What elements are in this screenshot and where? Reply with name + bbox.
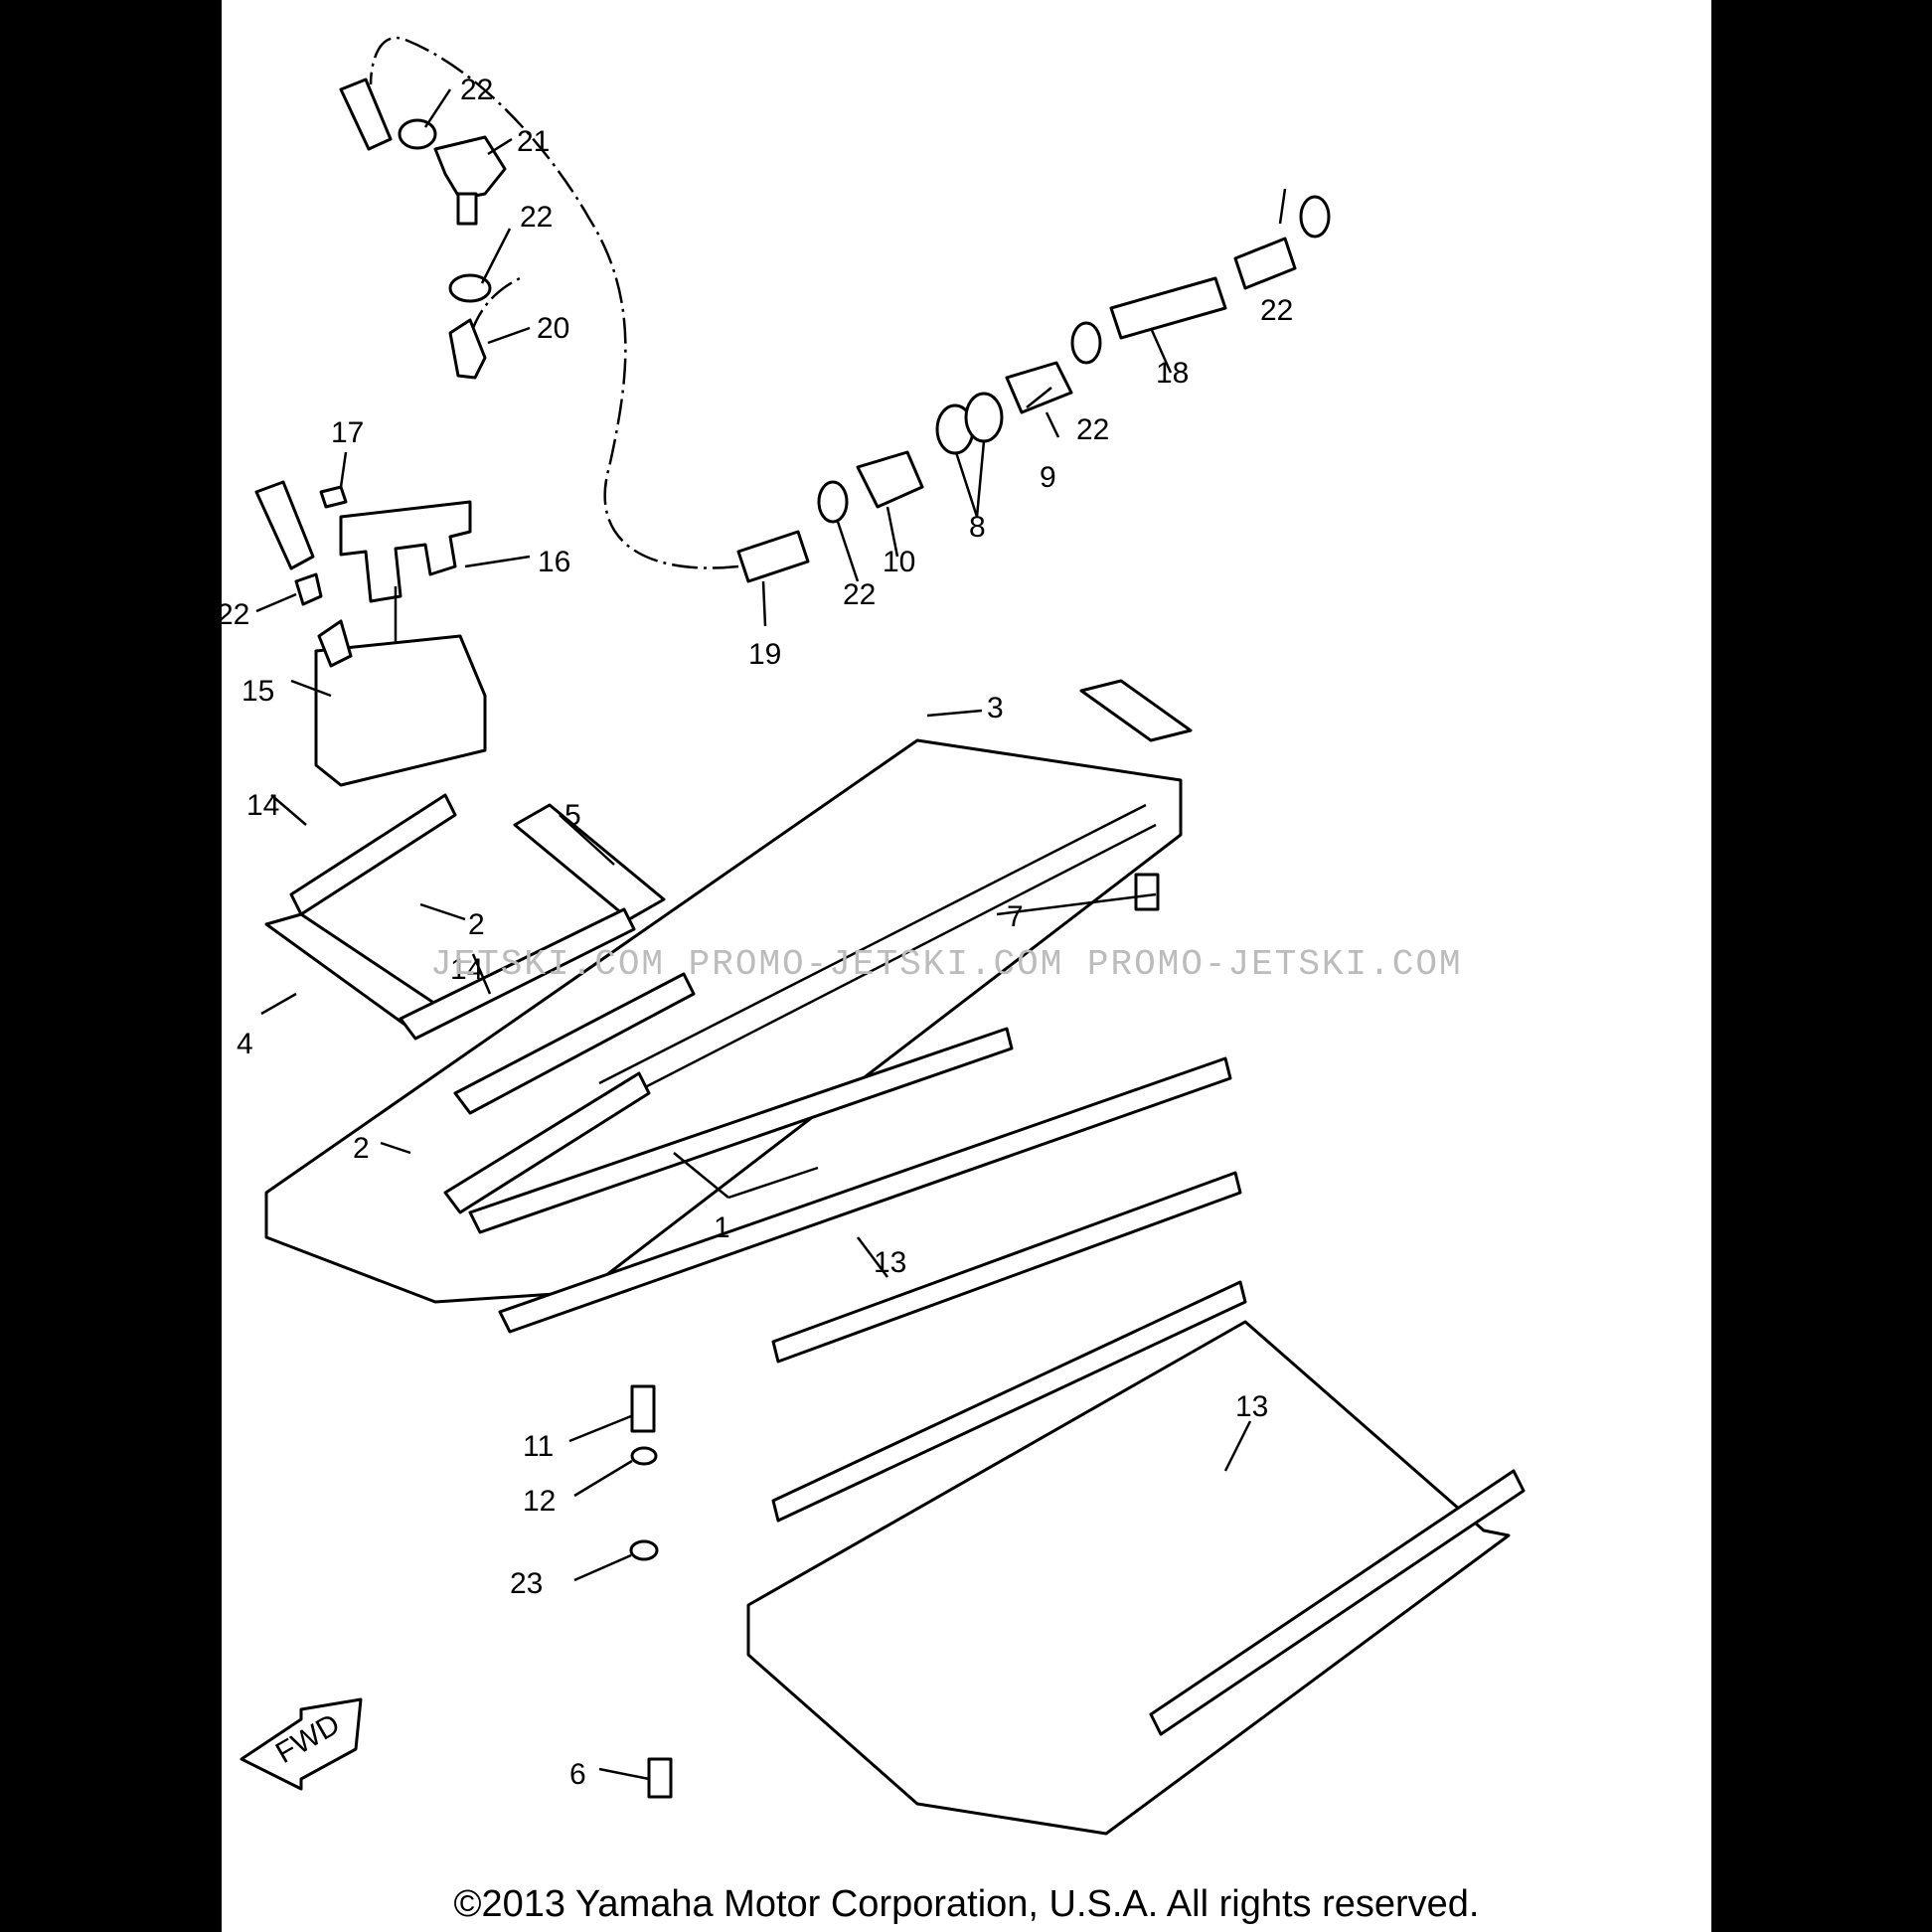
label-22-mid: 22	[520, 201, 553, 234]
diagram-sheet: FWD 22 21	[222, 0, 1711, 1932]
hose-left	[254, 480, 315, 570]
label-11: 11	[523, 1430, 554, 1463]
strip-13b	[1149, 1469, 1526, 1736]
label-14: 14	[246, 789, 279, 822]
copyright-notice: ©2013 Yamaha Motor Corporation, U.S.A. A…	[453, 1883, 1480, 1925]
bracket-16	[339, 500, 472, 603]
strip-14	[289, 793, 457, 916]
hose-top	[339, 78, 393, 151]
callout-labels: 22 21 22 20 17 16 22 15 14 5 2 4 14 2 1 …	[222, 74, 1293, 1791]
washer-23	[629, 1539, 659, 1561]
label-22-left: 22	[222, 598, 249, 631]
clamp-22e	[1070, 321, 1102, 365]
watermark: JETSKI.COM PROMO-JETSKI.COM PROMO-JETSKI…	[430, 944, 1463, 985]
hose-18b	[1233, 237, 1297, 290]
plate-3	[1079, 679, 1193, 742]
bolt-6	[647, 1757, 673, 1799]
stud-11	[630, 1384, 656, 1433]
lower-tray	[746, 1320, 1511, 1836]
fwd-arrow-icon	[240, 1697, 363, 1791]
joint-21-stem	[456, 192, 478, 226]
label-2-upper: 2	[468, 908, 485, 941]
strip-14b	[453, 972, 696, 1115]
strip-1a	[468, 1027, 1014, 1234]
label-4: 4	[237, 1028, 253, 1060]
label-23: 23	[510, 1567, 543, 1600]
label-22-farright: 22	[1260, 294, 1293, 327]
clamp-22d	[1299, 195, 1331, 239]
strip-2b	[443, 1071, 651, 1214]
washer-12	[630, 1446, 658, 1466]
label-5: 5	[564, 799, 581, 832]
hose-19	[736, 530, 810, 583]
clamp-22b	[448, 273, 492, 303]
label-6: 6	[569, 1758, 586, 1791]
label-20: 20	[537, 312, 569, 345]
upper-tray-rail-2	[613, 823, 1157, 1105]
clamp-22c	[294, 572, 323, 606]
label-13-upper: 13	[874, 1246, 906, 1279]
label-22-top: 22	[460, 74, 493, 106]
bolt-7	[1134, 873, 1160, 911]
label-3: 3	[987, 692, 1004, 724]
label-22-right: 22	[1076, 413, 1109, 446]
valve-10	[856, 450, 924, 509]
strip-13-lower	[771, 1280, 1247, 1523]
joint-21	[433, 135, 507, 201]
exploded-parts-diagram: FWD 22 21	[222, 36, 1526, 1836]
clamp-22a	[398, 118, 437, 150]
hose-route-line	[369, 36, 739, 569]
label-12: 12	[523, 1485, 556, 1518]
fitting-9	[1005, 361, 1073, 414]
label-16: 16	[538, 546, 570, 578]
tank-15	[314, 634, 487, 787]
clamp-22f	[817, 480, 849, 524]
upper-tray-rail	[598, 803, 1147, 1085]
strip-2a	[399, 907, 636, 1041]
label-2-lower: 2	[353, 1132, 370, 1165]
washer-8b	[964, 392, 1004, 443]
label-15: 15	[242, 675, 274, 708]
label-21: 21	[517, 125, 550, 158]
label-13-lower: 13	[1235, 1390, 1268, 1423]
strip-5	[513, 803, 666, 921]
leader-lines	[255, 88, 1287, 1781]
tank-15-neck	[317, 619, 353, 668]
strip-1b	[498, 1056, 1232, 1334]
label-14-mid: 14	[450, 953, 483, 986]
label-9: 9	[1040, 461, 1056, 494]
elbow-20	[448, 318, 487, 380]
label-22-lowerright: 22	[843, 578, 876, 611]
label-18: 18	[1156, 357, 1189, 390]
label-17: 17	[331, 416, 364, 449]
label-19: 19	[748, 638, 781, 671]
label-7: 7	[1007, 900, 1024, 933]
screw-17	[319, 485, 348, 509]
label-10: 10	[883, 546, 915, 578]
label-1: 1	[714, 1211, 730, 1244]
label-8: 8	[969, 511, 986, 544]
hose-18	[1109, 276, 1227, 340]
strip-13a	[771, 1171, 1242, 1364]
